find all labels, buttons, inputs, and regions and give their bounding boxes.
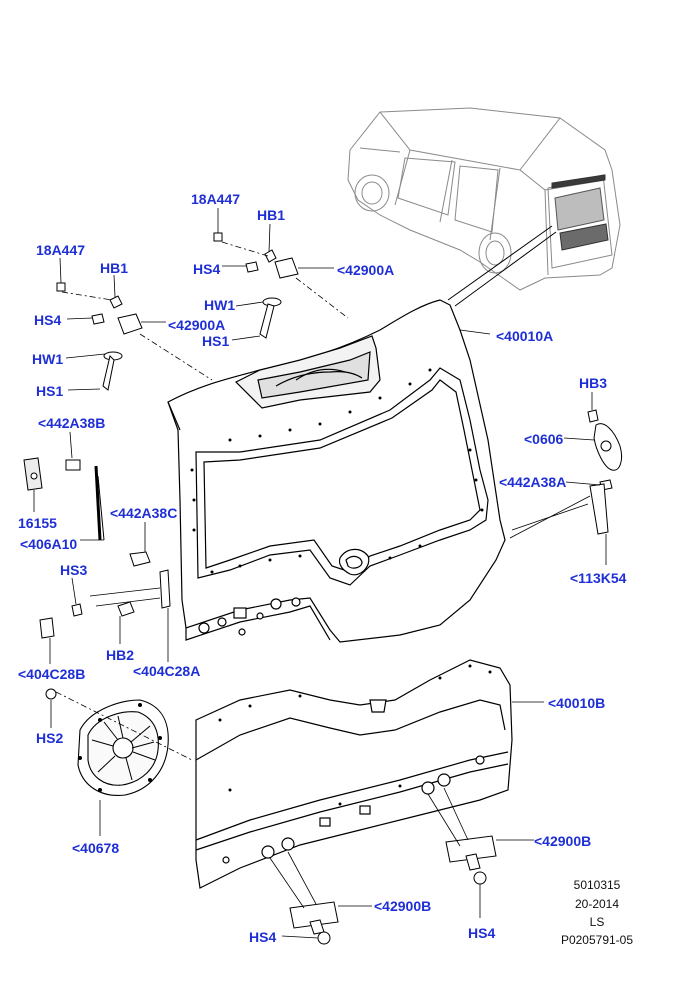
drawing-date: 20-2014 bbox=[574, 897, 620, 911]
callout-113K54: <113K54 bbox=[570, 570, 627, 586]
callout-18A447-left: 18A447 bbox=[36, 242, 86, 258]
callout-406A10: <406A10 bbox=[20, 536, 78, 552]
callout-442A38B: <442A38B bbox=[38, 415, 106, 431]
callout-HS4-upper: HS4 bbox=[193, 261, 221, 277]
callout-HS4-lower-left: HS4 bbox=[249, 929, 277, 945]
callout-HB2: HB2 bbox=[106, 647, 135, 663]
drawing-market-code: LS bbox=[589, 915, 605, 929]
callout-42900A-left: <42900A bbox=[168, 317, 226, 333]
drawing-number: 5010315 bbox=[573, 878, 621, 892]
access-cover-40678 bbox=[77, 699, 169, 796]
callout-HS3: HS3 bbox=[60, 562, 88, 578]
callout-HB1-left: HB1 bbox=[100, 260, 129, 276]
callout-HW1-upper: HW1 bbox=[204, 297, 236, 313]
callout-HS1-left: HS1 bbox=[36, 383, 64, 399]
callout-404C28A: <404C28A bbox=[133, 663, 201, 679]
callout-40010A: <40010A bbox=[496, 328, 554, 344]
callout-HS4-left: HS4 bbox=[34, 312, 62, 328]
callout-HS2: HS2 bbox=[36, 730, 64, 746]
callout-442A38A: <442A38A bbox=[499, 474, 567, 490]
callout-404C28B: <404C28B bbox=[18, 666, 86, 682]
small-hardware bbox=[23, 232, 623, 945]
callout-16155: 16155 bbox=[18, 515, 57, 531]
callout-40010B: <40010B bbox=[548, 695, 606, 711]
callout-18A447-upper: 18A447 bbox=[191, 191, 241, 207]
callout-HW1-left: HW1 bbox=[32, 351, 64, 367]
callout-0606: <0606 bbox=[524, 431, 564, 447]
callout-HB3: HB3 bbox=[579, 375, 608, 391]
callout-42900B-right: <42900B bbox=[534, 833, 592, 849]
callout-HS4-lower-right: HS4 bbox=[468, 925, 496, 941]
callout-HS1-upper: HS1 bbox=[202, 333, 230, 349]
drawing-reference: P0205791-05 bbox=[560, 933, 634, 947]
upper-tailgate-panel bbox=[167, 299, 506, 643]
callout-HB1-upper: HB1 bbox=[257, 207, 286, 223]
leader-lines bbox=[33, 208, 607, 939]
callout-42900B-lower: <42900B bbox=[374, 898, 432, 914]
callout-42900A-upper: <42900A bbox=[337, 262, 395, 278]
lower-tailgate-panel bbox=[195, 659, 513, 889]
callout-442A38C: <442A38C bbox=[110, 505, 178, 521]
vehicle-illustration bbox=[347, 107, 621, 291]
callout-40678: <40678 bbox=[72, 840, 120, 856]
